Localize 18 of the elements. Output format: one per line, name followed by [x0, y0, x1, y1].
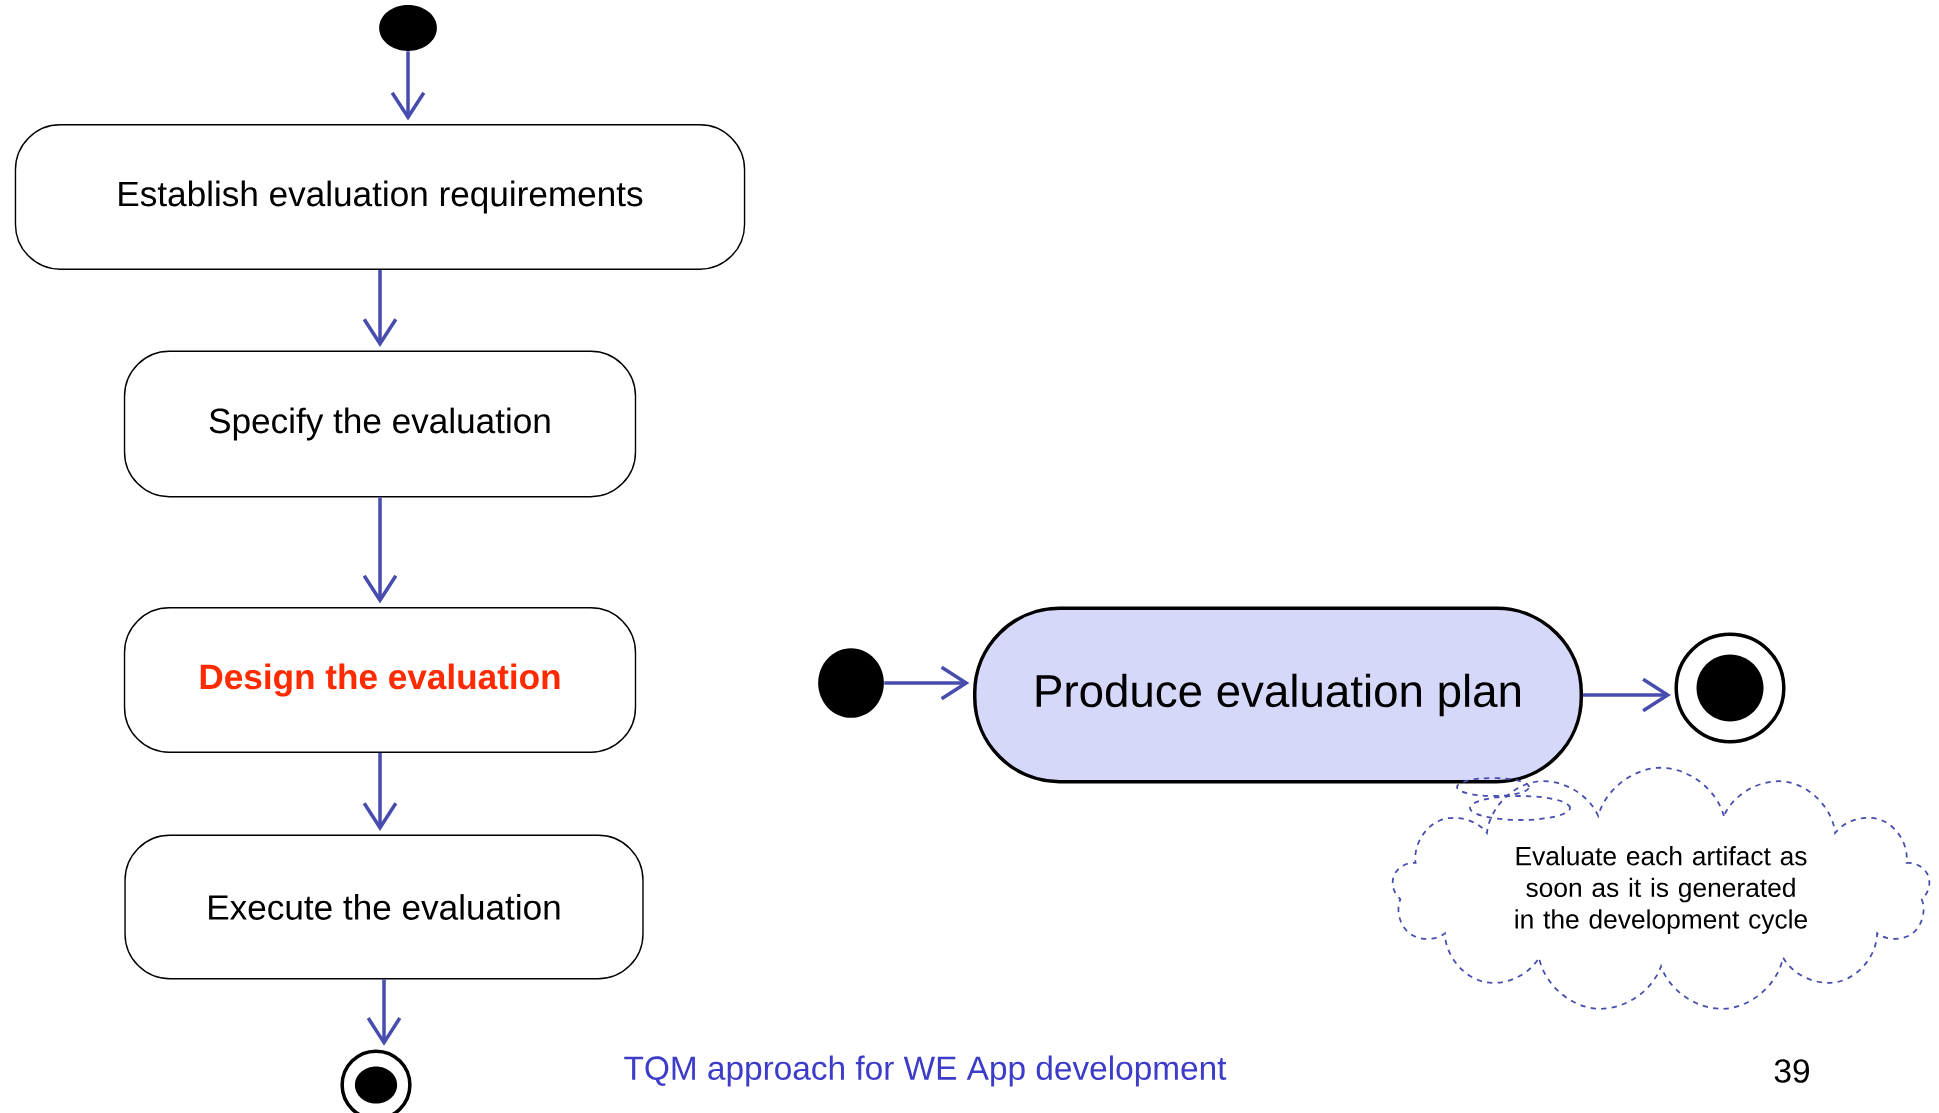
action-box: Execute the evaluation [124, 834, 644, 980]
action-box: Specify the evaluation [123, 350, 637, 498]
arrow [884, 665, 970, 701]
final-node [1674, 632, 1786, 744]
activity-box: Produce evaluation plan [972, 606, 1584, 784]
arrow [362, 497, 398, 604]
action-box: Design the evaluation [123, 607, 637, 753]
initial-node [379, 5, 437, 51]
initial-node [818, 648, 884, 718]
note-cloud: Evaluate each artifact as soon as it is generated in the development cycle [1391, 766, 1931, 1010]
final-node [340, 1049, 412, 1113]
arrow [390, 51, 426, 121]
arrow [362, 269, 398, 348]
arrow [362, 752, 398, 832]
page-number: 39 [1774, 1059, 1809, 1083]
arrow [1583, 677, 1671, 713]
footer-text: TQM approach for WE App development [624, 1055, 1227, 1087]
action-box: Establish evaluation requirements [14, 124, 746, 270]
